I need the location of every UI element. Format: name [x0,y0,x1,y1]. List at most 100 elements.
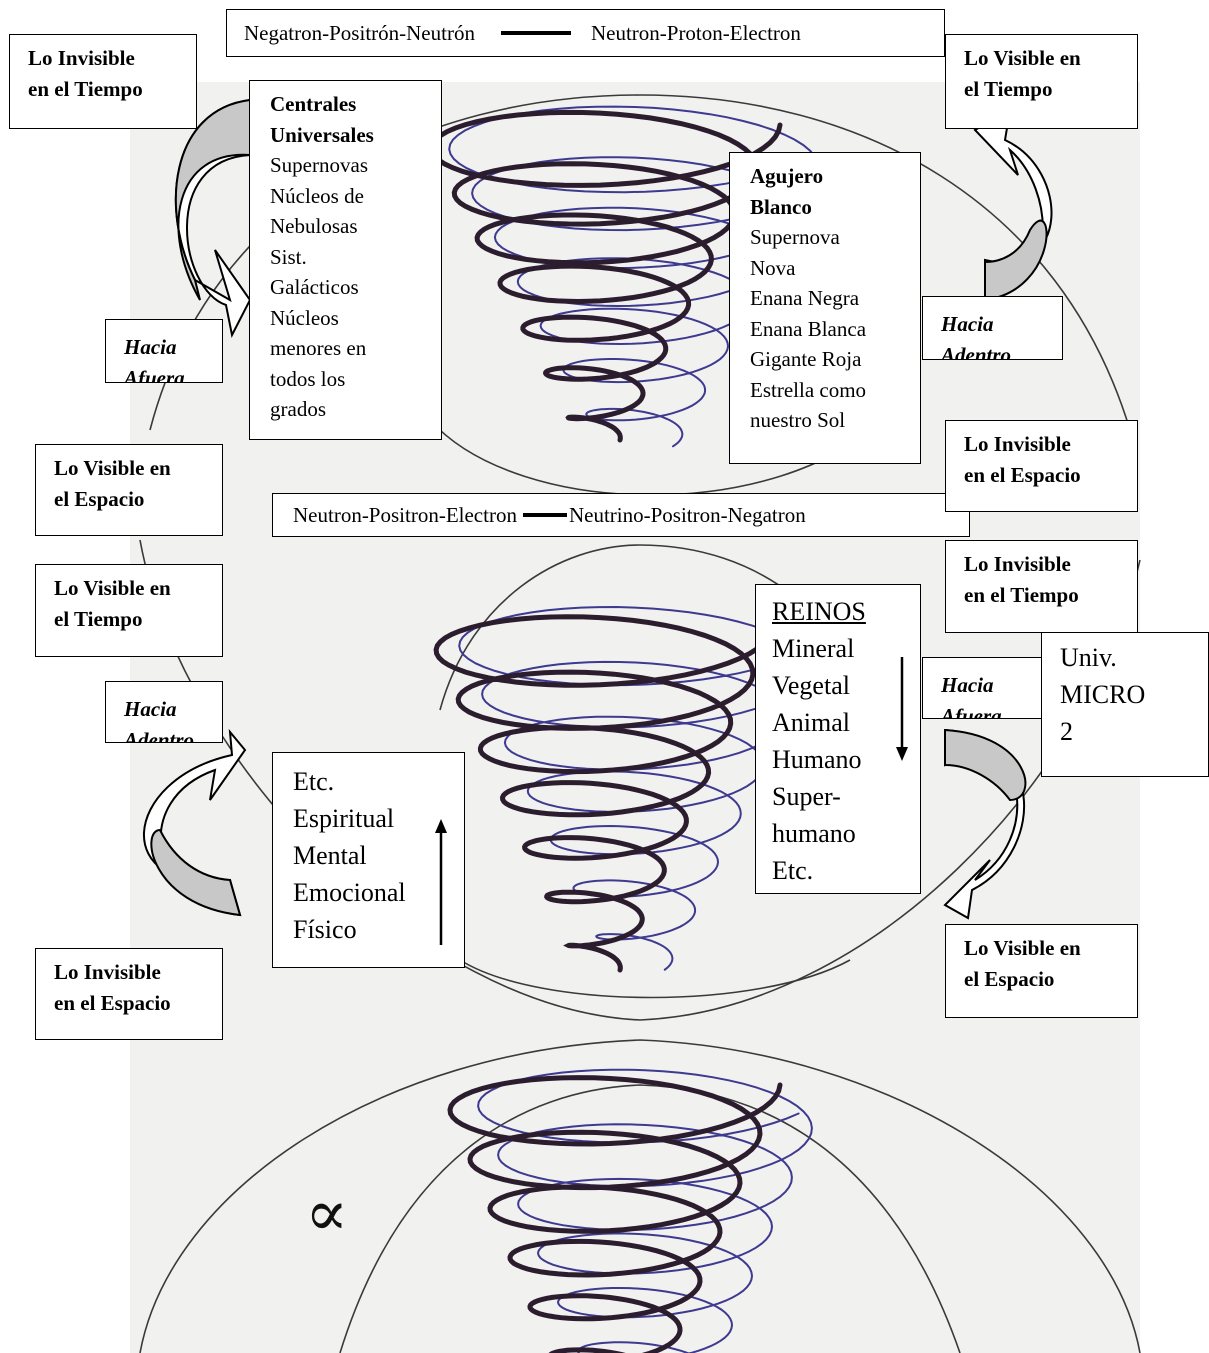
arrow-shade [944,728,1027,802]
list-item: Mineral [772,634,855,663]
label-line: en el Espacio [54,991,171,1015]
direction-hacia-adentro-bottom: Hacia Adentro [105,681,223,743]
reinos-box: REINOS Mineral Vegetal Animal Humano Sup… [755,584,921,894]
dark-spiral-middle [433,614,778,973]
list-item: Enana Negra [750,286,860,310]
list-item: Mental [293,841,367,870]
dark-spiral-bottom [447,1075,783,1353]
agujero-title: Blanco [750,194,812,219]
centrales-universales-box: Centrales Universales Supernovas Núcleos… [249,80,442,440]
univ-line: 2 [1060,717,1073,746]
label-line: Lo Invisible [964,432,1071,456]
label-line: Lo Invisible [28,46,135,70]
agujero-blanco-box: Agujero Blanco Supernova Nova Enana Negr… [729,152,921,464]
label-line: el Tiempo [964,77,1053,101]
list-item: Físico [293,915,357,944]
direction-text: Hacia Adentro [941,312,1012,360]
label-visible-tiempo-left: Lo Visible en el Tiempo [35,564,223,657]
label-line: Lo Invisible [964,552,1071,576]
list-item: Enana Blanca [750,316,867,341]
mid-bar-dash [522,513,567,517]
label-line: Lo Visible en [964,46,1081,70]
label-visible-espacio-left: Lo Visible en el Espacio [35,444,223,536]
list-item: Etc. [772,856,814,885]
bottom-outer-circle [139,1039,1141,1353]
list-item: Núcleos de [270,183,364,208]
list-item: menores en [270,336,367,360]
label-visible-espacio-right: Lo Visible en el Espacio [945,924,1138,1018]
direction-text: Hacia Afuera [124,335,185,383]
direction-hacia-adentro-top: Hacia Adentro [922,296,1063,360]
curved-arrow-top-left [174,98,252,339]
centrales-title: Centrales [270,92,357,116]
list-item: Núcleos [270,305,339,330]
dark-spiral-top [428,109,783,443]
planos-box: Etc. Espiritual Mental Emocional Físico [272,752,465,968]
direction-text: Hacia Adentro [124,697,195,743]
label-line: Lo Invisible [54,960,161,984]
down-arrow-icon [896,657,908,761]
label-line: el Tiempo [54,607,143,631]
agujero-title: Agujero [750,164,824,188]
label-line: el Espacio [54,487,145,511]
list-item: Vegetal [772,671,850,700]
arrow-shade [150,828,242,917]
direction-hacia-afuera-top: Hacia Afuera [105,319,223,383]
label-invisible-tiempo-top: Lo Invisible en el Tiempo [9,34,197,129]
list-item: Animal [772,708,850,737]
univ-line: MICRO [1060,680,1146,709]
top-bar-right: Neutron-Proton-Electron [590,20,801,45]
list-item: Humano [772,745,862,774]
list-item: Etc. [293,767,335,796]
top-bar-dash [500,31,571,35]
curved-arrow-top-right [973,108,1053,302]
arrow-shade [984,219,1048,302]
label-visible-tiempo-top: Lo Visible en el Tiempo [945,34,1138,129]
label-line: en el Espacio [964,463,1081,487]
list-item: nuestro Sol [750,408,846,432]
infinity-symbol: ∝ [305,1177,348,1251]
mid-bar-left: Neutron-Positron-Electron [293,502,517,527]
top-particle-bar: Negatron-Positrón-Neutrón Neutron-Proton… [226,9,945,57]
label-line: en el Tiempo [964,583,1079,607]
list-item: Supernova [750,225,840,249]
direction-hacia-afuera-bottom: Hacia Afuera [922,657,1046,719]
arrow-shade [174,98,251,301]
list-item: Emocional [293,878,406,907]
spiral-group [428,105,821,1353]
mid-bar-right: Neutrino-Positron-Negatron [568,502,806,527]
label-line: Lo Visible en [54,576,171,600]
label-line: en el Tiempo [28,77,143,101]
curved-arrow-bottom-left [143,728,247,917]
list-item: Gigante Roja [750,347,862,371]
list-item: todos los [270,366,346,391]
reinos-title: REINOS [772,597,866,626]
label-invisible-tiempo-right: Lo Invisible en el Tiempo [945,540,1138,633]
label-line: el Espacio [964,967,1055,991]
list-item: Sist. [270,244,307,269]
list-item: Nebulosas [270,214,358,238]
centrales-title: Universales [270,122,374,147]
middle-particle-bar: Neutron-Positron-Electron Neutrino-Posit… [272,493,970,537]
middle-inner-bottom [459,959,851,999]
blue-spiral-bottom [477,1068,813,1353]
up-arrow-icon [435,819,447,945]
label-invisible-espacio-left: Lo Invisible en el Espacio [35,948,223,1040]
list-item: grados [270,397,326,421]
label-invisible-espacio-right: Lo Invisible en el Espacio [945,420,1138,512]
top-bar-left: Negatron-Positrón-Neutrón [244,20,475,45]
direction-text: Hacia Afuera [941,673,1002,719]
label-line: Lo Visible en [964,936,1081,960]
univ-micro-box: Univ. MICRO 2 [1041,632,1209,777]
list-item: Super- [772,782,841,811]
bottom-inner-arc [339,1084,961,1353]
list-item: Nova [750,255,796,280]
univ-line: Univ. [1060,643,1117,672]
curved-arrow-bottom-right [943,728,1027,920]
list-item: Espiritual [293,804,395,833]
label-line: Lo Visible en [54,456,171,480]
list-item: humano [772,819,856,848]
list-item: Galácticos [270,275,359,299]
